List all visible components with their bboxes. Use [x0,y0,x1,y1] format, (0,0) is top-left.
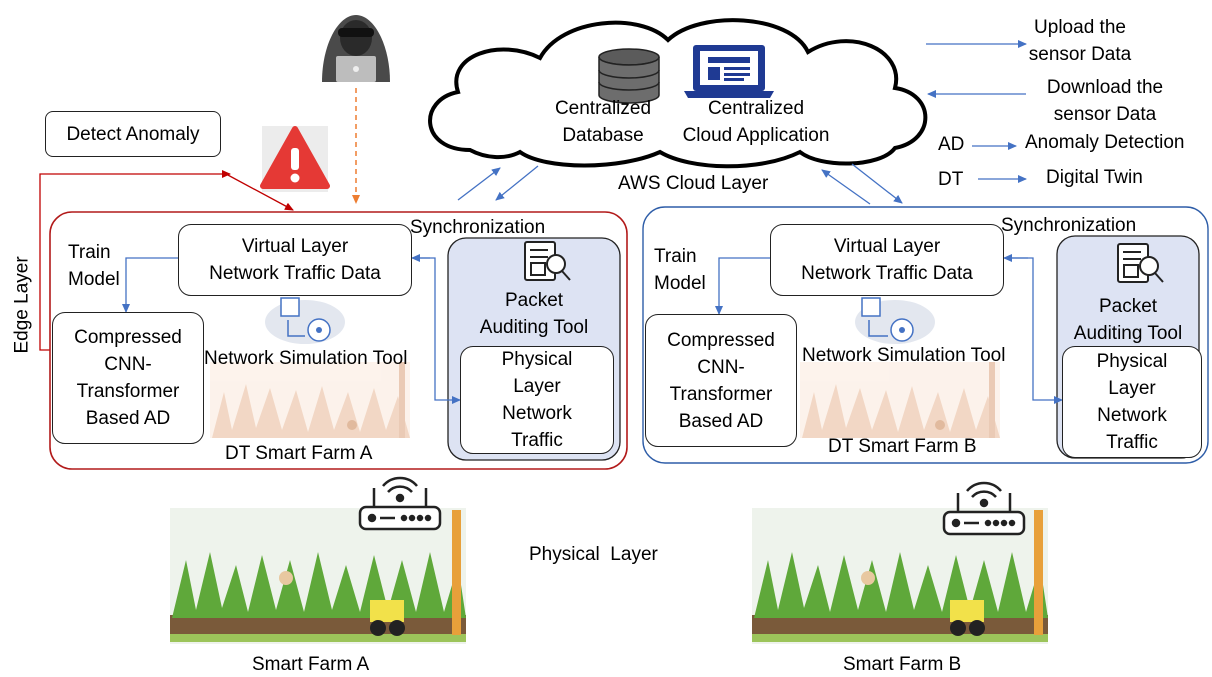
farm-b-packet-label: Packet Auditing Tool [1073,296,1183,344]
centralized-app-label: Centralized Cloud Application [682,98,830,146]
document-search-icon [1117,243,1164,283]
document-search-icon [524,241,571,281]
cloud-shape [428,18,928,169]
smart-farm-a-illustration [170,508,466,644]
physical-layer-label: Physical Layer [529,544,658,565]
farm-b-download-arrow [821,169,871,205]
legend-dt-abbr: DT [938,169,964,190]
database-icon [598,48,660,104]
dt-smart-farm-b-label: DT Smart Farm B [828,436,977,457]
farm-a-upload-arrow [457,167,501,201]
dt-farm-b-container [642,206,1209,464]
router-icon [358,476,442,531]
farm-a-packet-label: Packet Auditing Tool [479,290,589,338]
legend-ad-abbr: AD [938,134,965,155]
farm-a-train-label: Train Model [68,242,120,290]
farm-b-upload-arrow [851,163,903,204]
hacker-icon [322,15,390,82]
farm-a-download-arrow [495,165,539,201]
dt-farm-b-illustration [800,362,1000,438]
smart-farm-b-label: Smart Farm B [843,654,962,675]
farm-b-sync-label: Synchronization [1001,215,1137,236]
laptop-icon [684,45,774,98]
farm-a-sync-label: Synchronization [410,217,546,238]
legend-dt-full: Digital Twin [1046,167,1143,188]
centralized-database-label: Centralized Database [554,98,652,146]
dt-smart-farm-a-label: DT Smart Farm A [225,443,373,464]
anomaly-to-farm-arrow [225,173,294,211]
legend-download-label: Download the sensor Data [1046,77,1164,125]
detect-anomaly-box: Detect Anomaly [45,111,221,157]
router-icon [942,481,1026,536]
dt-farm-a-container [49,211,628,470]
farm-a-train-arrow [122,257,178,313]
network-simulation-icon [855,297,935,344]
network-simulation-icon [265,297,345,344]
farm-b-train-label: Train Model [654,246,706,294]
dt-farm-a-illustration [210,362,410,438]
farm-b-train-arrow [715,257,770,315]
farm-b-sim-tool-label: Network Simulation Tool [802,345,1006,366]
anomaly-feedback-line [39,170,231,351]
legend-upload-label: Upload the sensor Data [1028,17,1132,65]
aws-cloud-layer-label: AWS Cloud Layer [618,173,769,194]
farm-b-sync-arrow [1005,257,1063,404]
edge-layer-label: Edge Layer [11,256,33,354]
smart-farm-a-label: Smart Farm A [252,654,370,675]
legend-ad-full: Anomaly Detection [1025,132,1185,153]
farm-a-sim-tool-label: Network Simulation Tool [204,348,408,369]
warning-icon [260,126,330,192]
